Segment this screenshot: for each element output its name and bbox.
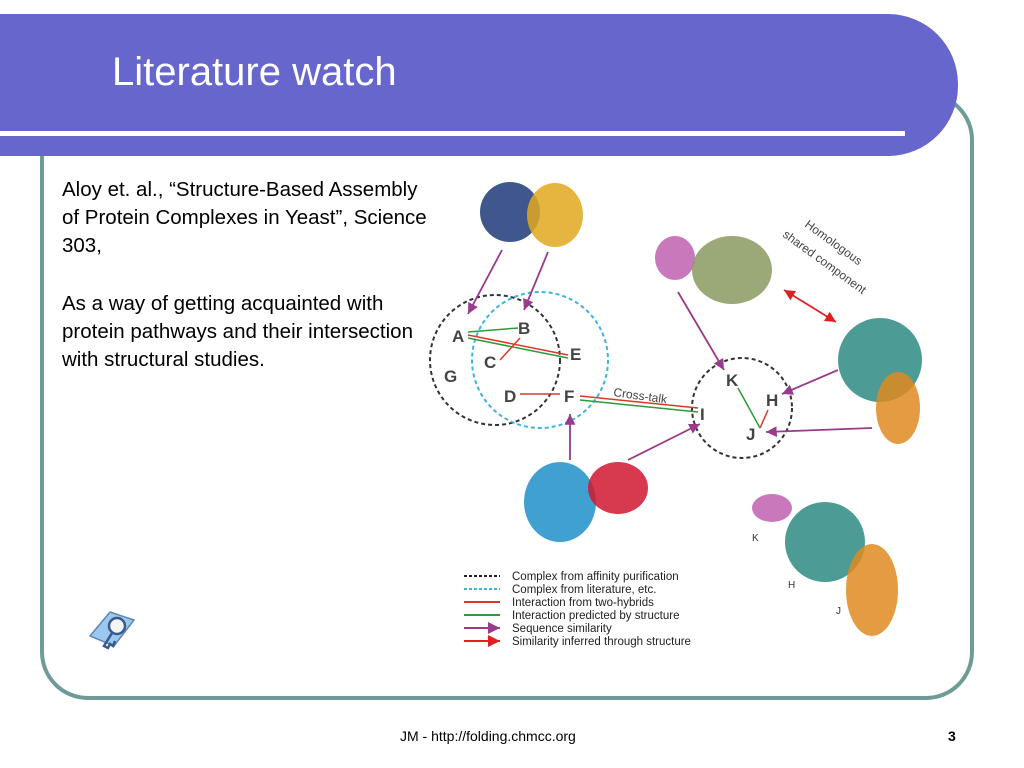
legend-item-predicted: Interaction predicted by structure bbox=[512, 610, 679, 622]
node-h: H bbox=[766, 391, 778, 410]
protein-structure-top-left bbox=[480, 182, 583, 247]
purpose-paragraph: As a way of getting acquainted with prot… bbox=[62, 292, 413, 371]
inset-label-j: J bbox=[836, 606, 841, 617]
affinity-complex-circle-left bbox=[429, 294, 561, 426]
legend-item-two-hybrids: Interaction from two-hybrids bbox=[512, 597, 654, 609]
cross-talk-label: Cross-talk bbox=[613, 385, 669, 407]
node-k: K bbox=[726, 371, 739, 390]
node-b: B bbox=[518, 319, 530, 338]
protein-network-figure: A B C E G D F K H I J Cross-talk Homolog… bbox=[429, 182, 922, 648]
node-f: F bbox=[564, 387, 574, 406]
inset-label-h: H bbox=[788, 580, 795, 591]
literature-complex-circle bbox=[471, 291, 609, 429]
legend-item-literature: Complex from literature, etc. bbox=[512, 584, 656, 596]
footer-text: JM - http://folding.chmcc.org bbox=[400, 728, 576, 744]
node-c: C bbox=[484, 353, 496, 372]
figure-legend: Complex from affinity purification Compl… bbox=[464, 571, 691, 648]
slide-title: Literature watch bbox=[112, 50, 397, 94]
node-j: J bbox=[746, 425, 755, 444]
body-text: Aloy et. al., “Structure-Based Assembly … bbox=[62, 176, 432, 404]
title-underline bbox=[0, 131, 905, 136]
page-number: 3 bbox=[948, 728, 956, 744]
protein-structure-right bbox=[838, 318, 922, 444]
key-icon[interactable] bbox=[84, 606, 138, 654]
node-e: E bbox=[570, 345, 581, 364]
protein-structure-inset bbox=[752, 494, 898, 636]
protein-structure-top-middle bbox=[655, 236, 772, 304]
inset-label-k: K bbox=[752, 533, 759, 544]
protein-structure-bottom bbox=[524, 462, 648, 542]
citation-paragraph: Aloy et. al., “Structure-Based Assembly … bbox=[62, 178, 427, 257]
legend-item-affinity: Complex from affinity purification bbox=[512, 571, 679, 583]
node-d: D bbox=[504, 387, 516, 406]
legend-item-structure-similarity: Similarity inferred through structure bbox=[512, 636, 691, 648]
node-a: A bbox=[452, 327, 464, 346]
node-i: I bbox=[700, 405, 705, 424]
node-g: G bbox=[444, 367, 457, 386]
legend-item-sequence-similarity: Sequence similarity bbox=[512, 623, 612, 635]
